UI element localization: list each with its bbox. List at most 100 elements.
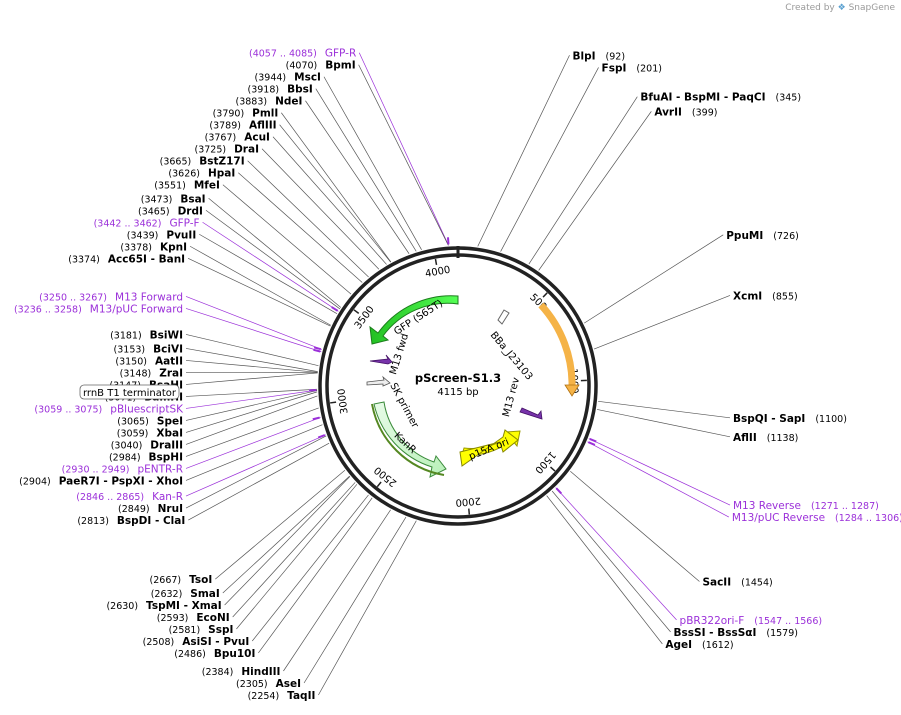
enzyme-site-asei[interactable]: AseI(2305) — [236, 678, 301, 690]
site-position: (201) — [636, 63, 662, 74]
enzyme-site-bpu10i[interactable]: Bpu10I(2486) — [174, 648, 255, 660]
tick-label-3500: 3500 — [353, 304, 377, 331]
site-name: M13/pUC Forward — [90, 303, 183, 315]
site-name: M13 Reverse — [733, 500, 801, 512]
enzyme-site-bsai[interactable]: BsaI(3473) — [141, 193, 206, 205]
enzyme-site-bsphi[interactable]: BspHI(2984) — [109, 451, 183, 463]
enzyme-site-acui[interactable]: AcuI(3767) — [205, 132, 270, 144]
enzyme-site-hindiii[interactable]: HindIII(2384) — [202, 666, 281, 678]
enzyme-site-spei[interactable]: SpeI(3065) — [117, 415, 183, 427]
enzyme-leader — [238, 172, 363, 283]
site-position: (2508) — [143, 637, 175, 648]
primer-site-m13/puc[interactable]: M13/pUC Forward (3236 .. 3258) — [14, 303, 183, 315]
enzyme-leader — [185, 390, 318, 421]
primer-site-gfp-f[interactable]: GFP-F(3442 .. 3462) — [94, 217, 200, 229]
site-name: DrdI — [178, 205, 203, 217]
site-position: (3439) — [127, 230, 159, 241]
enzyme-site-bsssi[interactable]: BssSI - BssSαI (1579) — [674, 627, 798, 639]
primer-site-m13/puc[interactable]: M13/pUC Reverse(1284 .. 1306) — [732, 512, 901, 524]
ori-arrow — [538, 302, 576, 389]
site-position: (3059) — [117, 428, 149, 439]
site-name: PvuII — [166, 229, 196, 241]
primer-site-gfp-r[interactable]: GFP-R(4057 .. 4085) — [249, 48, 356, 60]
enzyme-leader — [185, 435, 327, 509]
enzyme-site-zrai[interactable]: ZraI(3148) — [120, 367, 183, 379]
site-position: (2813) — [77, 516, 109, 527]
enzyme-site-bfuai[interactable]: BfuAI - BspMI - PaqCI(345) — [640, 92, 801, 104]
enzyme-site-aflii[interactable]: AflII(1138) — [733, 432, 798, 444]
site-position: (3236 .. 3258) — [14, 304, 82, 315]
site-position: (3181) — [110, 330, 142, 341]
site-name: NruI — [158, 503, 183, 515]
enzyme-leader — [358, 64, 449, 246]
enzyme-site-aatii[interactable]: AatII(3150) — [115, 355, 183, 367]
primer-site-kan-r[interactable]: Kan-R(2846 .. 2865) — [76, 491, 183, 503]
enzyme-site-acc65i[interactable]: Acc65I - BanI(3374) — [68, 253, 185, 265]
primer-leader — [555, 487, 677, 621]
primer-site-pbr322ori-f[interactable]: pBR322ori-F(1547 .. 1566) — [680, 615, 823, 627]
ori-arrow-head — [564, 384, 580, 397]
enzyme-site-hpai[interactable]: HpaI(3626) — [168, 168, 235, 180]
enzyme-site-blpi[interactable]: BlpI(92) — [573, 50, 626, 62]
enzyme-site-econi[interactable]: EcoNI(2593) — [157, 612, 230, 624]
primer-leader — [587, 441, 730, 518]
enzyme-site-bpmi[interactable]: BpmI(4070) — [286, 60, 356, 72]
enzyme-leader — [546, 495, 663, 645]
rrnb-terminator-box[interactable] — [79, 384, 180, 400]
site-position: (3148) — [120, 368, 152, 379]
enzyme-site-draiii[interactable]: DraIII(3040) — [111, 439, 183, 451]
enzyme-site-drai[interactable]: DraI(3725) — [195, 144, 259, 156]
enzyme-site-avrii[interactable]: AvrII(399) — [654, 106, 717, 118]
enzyme-leader — [215, 469, 346, 580]
enzyme-site-drdi[interactable]: DrdI(3465) — [138, 205, 203, 217]
site-position: (2846 .. 2865) — [76, 492, 144, 503]
enzyme-site-bcivi[interactable]: BciVI(3153) — [114, 343, 183, 355]
enzyme-site-paer7i[interactable]: PaeR7I - PspXI - XhoI(2904) — [19, 475, 183, 487]
enzyme-site-xbai[interactable]: XbaI(3059) — [117, 427, 183, 439]
enzyme-site-sacii[interactable]: SacII(1454) — [702, 577, 772, 589]
site-position: (3725) — [195, 145, 227, 156]
primer-site-m13[interactable]: M13 Reverse(1271 .. 1287) — [733, 500, 879, 512]
enzyme-site-pvuii[interactable]: PvuII (3439) — [127, 229, 196, 241]
enzyme-site-fspi[interactable]: FspI(201) — [602, 62, 662, 74]
enzyme-site-bbsi[interactable]: BbsI(3918) — [248, 84, 313, 96]
enzyme-site-tsoi[interactable]: TsoI(2667) — [150, 574, 213, 586]
primer-leader — [185, 389, 318, 409]
feature-kanr[interactable] — [373, 401, 447, 478]
rrnb-terminator-label: rrnB T1 terminator — [83, 388, 177, 399]
primer-site-pbluescriptsk[interactable]: pBluescriptSK(3059 .. 3075) — [34, 403, 184, 415]
enzyme-site-pmli[interactable]: PmlI(3790) — [213, 108, 279, 120]
enzyme-site-kpni[interactable]: KpnI(3378) — [120, 241, 187, 253]
enzyme-site-agei[interactable]: AgeI(1612) — [665, 639, 733, 651]
enzyme-site-msci[interactable]: MscI(3944) — [255, 72, 321, 84]
enzyme-site-xcmi[interactable]: XcmI(855) — [733, 290, 798, 302]
enzyme-site-asisi[interactable]: AsiSI - PvuI(2508) — [143, 636, 250, 648]
site-position: (2593) — [157, 613, 189, 624]
feature-gfp-s65t[interactable] — [369, 295, 459, 345]
enzyme-site-nrui[interactable]: NruI(2849) — [118, 503, 183, 515]
enzyme-site-bstz17i[interactable]: BstZ17I(3665) — [160, 156, 245, 168]
enzyme-site-taqii[interactable]: TaqII(2254) — [248, 690, 316, 702]
enzyme-site-ndei[interactable]: NdeI(3883) — [236, 96, 303, 108]
enzyme-leader — [222, 475, 350, 594]
enzyme-site-smai[interactable]: SmaI(2632) — [151, 588, 220, 600]
enzyme-site-bspdi[interactable]: BspDI - ClaI (2813) — [77, 515, 185, 527]
enzyme-site-sspi[interactable]: SspI(2581) — [169, 624, 234, 636]
site-position: (1579) — [766, 628, 798, 639]
enzyme-site-ppumi[interactable]: PpuMI(726) — [726, 230, 799, 242]
enzyme-site-bsiwi[interactable]: BsiWI(3181) — [110, 329, 183, 341]
enzyme-site-tspmi[interactable]: TspMI - XmaI(2630) — [106, 600, 221, 612]
plasmid-length: 4115 bp — [437, 387, 478, 398]
feature-label-m13-rev: M13 rev — [501, 376, 522, 418]
primer-site-pentr-r[interactable]: pENTR-R(2930 .. 2949) — [62, 463, 183, 475]
site-name: BssSI - BssSαI — [674, 627, 757, 639]
enzyme-site-afliii[interactable]: AflIII(3789) — [209, 120, 276, 132]
primer-site-m13[interactable]: M13 Forward(3250 .. 3267) — [39, 291, 183, 303]
enzyme-site-mfei[interactable]: MfeI(3551) — [154, 180, 220, 192]
tick-label-4000: 4000 — [424, 265, 451, 280]
site-name: TsoI — [189, 574, 212, 586]
site-name: BspDI - ClaI — [117, 515, 185, 527]
enzyme-site-bspqi[interactable]: BspQI - SapI(1100) — [733, 413, 847, 425]
site-name: pBluescriptSK — [110, 403, 184, 415]
enzyme-leader — [279, 124, 391, 263]
